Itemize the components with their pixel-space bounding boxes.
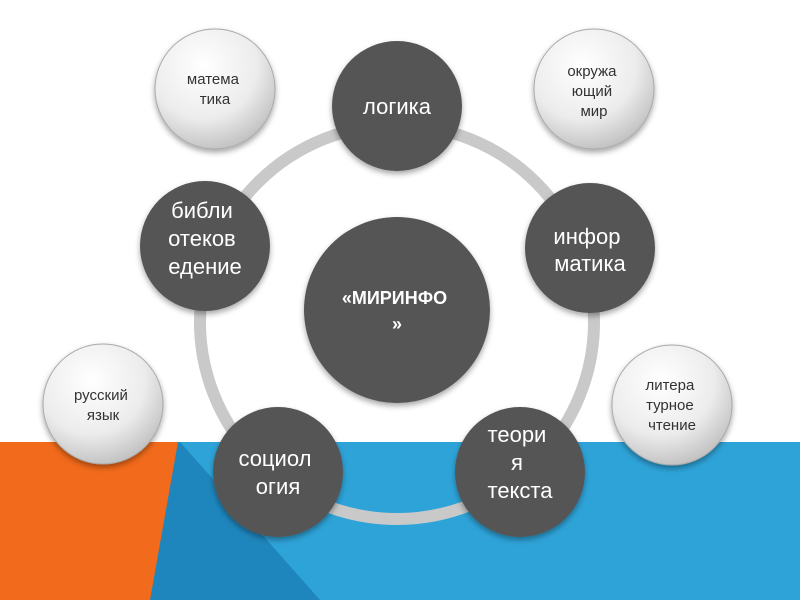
satellite-label-line: матема — [187, 71, 240, 88]
satellite-matematika: матема тика — [154, 28, 276, 150]
node-label-line: огия — [256, 474, 300, 499]
node-sociologiya: социол огия — [213, 407, 343, 537]
node-label: социол огия — [238, 446, 317, 499]
node-label-line: библи — [171, 198, 233, 223]
satellite-label-line: литера — [645, 377, 695, 394]
satellite-label-line: ющий — [572, 83, 612, 100]
node-label-line: матика — [554, 251, 626, 276]
satellite-label: матема тика — [187, 71, 243, 108]
satellite-label-line: тика — [200, 91, 231, 108]
satellite-label-line: турное — [646, 397, 694, 414]
center-label-line: » — [392, 314, 402, 334]
satellite-label: русский язык — [74, 387, 132, 424]
satellite-label: литера турное чтение — [645, 377, 698, 434]
satellite-russkiy-yazyk: русский язык — [42, 343, 164, 465]
node-informatika: инфор матика — [525, 183, 655, 313]
satellite-literaturnoe-chtenie: литера турное чтение — [611, 344, 733, 466]
node-teoriya-teksta: теори я текста — [455, 407, 585, 537]
center-node: «МИРИНФО » — [304, 217, 490, 403]
center-label: «МИРИНФО » — [342, 288, 452, 334]
node-label: инфор матика — [553, 224, 626, 276]
center-label-line: «МИРИНФО — [342, 288, 447, 308]
node-label-line: инфор — [553, 224, 620, 249]
satellite-label-line: русский — [74, 387, 128, 404]
satellite-label: окружа ющий мир — [567, 63, 620, 120]
satellite-label-line: окружа — [567, 63, 617, 80]
node-label-line: социол — [238, 446, 311, 471]
node-label: логика — [363, 94, 432, 119]
band-orange — [0, 442, 178, 600]
node-label-line: едение — [168, 254, 242, 279]
satellite-label-line: язык — [87, 407, 120, 424]
satellite-label-line: мир — [580, 103, 607, 120]
node-label: библи отеков едение — [168, 198, 242, 279]
node-bibliotekovedenie: библи отеков едение — [140, 181, 270, 311]
node-label-line: теори — [488, 422, 547, 447]
node-label-line: текста — [487, 478, 553, 503]
node-label: теори я текста — [487, 422, 553, 503]
satellite-okruzhayushchiy-mir: окружа ющий мир — [533, 28, 655, 150]
satellite-label-line: чтение — [648, 417, 696, 434]
node-label-line: отеков — [168, 226, 236, 251]
node-label-line: логика — [363, 94, 432, 119]
node-logika: логика — [332, 41, 462, 171]
node-label-line: я — [511, 450, 523, 475]
